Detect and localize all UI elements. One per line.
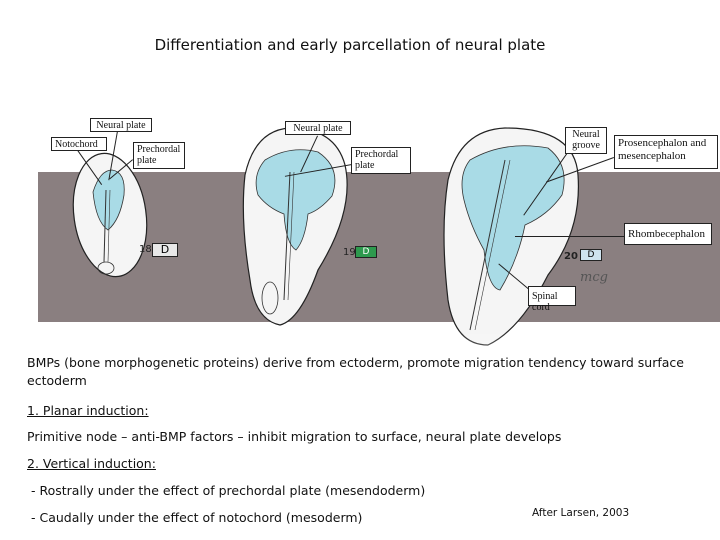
label-notochord: Notochord: [51, 137, 107, 151]
background-band: [38, 172, 720, 322]
leader-rhombencephalon: [515, 236, 625, 237]
embryo-stage-18: [72, 152, 148, 278]
slide-title: Differentiation and early parcellation o…: [154, 36, 546, 54]
planar-body: Primitive node – anti-BMP factors – inhi…: [27, 429, 562, 444]
planar-heading: 1. Planar induction:: [27, 403, 149, 418]
vertical-item-1: - Rostrally under the effect of prechord…: [31, 483, 426, 498]
embryo-stage-19: [242, 127, 348, 326]
vertical-heading: 2. Vertical induction:: [27, 456, 156, 471]
d-marker-1: D: [152, 243, 178, 257]
stage-number-20: 20: [564, 251, 578, 262]
bmp-paragraph: BMPs (bone morphogenetic proteins) deriv…: [27, 355, 684, 388]
image-fade: [0, 330, 720, 390]
d-marker-3: D: [580, 249, 602, 261]
label-prechordal-plate-2: Prechordal plate: [351, 147, 411, 174]
label-spinal-cord: Spinal cord: [528, 286, 576, 313]
credit: After Larsen, 2003: [532, 507, 630, 519]
label-neural-plate-2: Neural plate: [285, 121, 351, 135]
label-neural-plate-1: Neural plate: [90, 118, 152, 132]
label-prosencephalon: Prosencephalon and mesencephalon: [614, 135, 718, 169]
label-neural-groove: Neural groove: [565, 127, 607, 154]
watermark-mcg: mcg: [580, 270, 608, 285]
label-rhombencephalon: Rhombecephalon: [624, 223, 712, 245]
label-prechordal-plate-1: Prechordal plate: [133, 142, 185, 169]
stage-number-18: 18: [139, 244, 152, 255]
stage-number-19: 19: [343, 247, 356, 258]
vertical-item-2: - Caudally under the effect of notochord…: [31, 510, 363, 525]
d-marker-2: D: [355, 246, 377, 258]
